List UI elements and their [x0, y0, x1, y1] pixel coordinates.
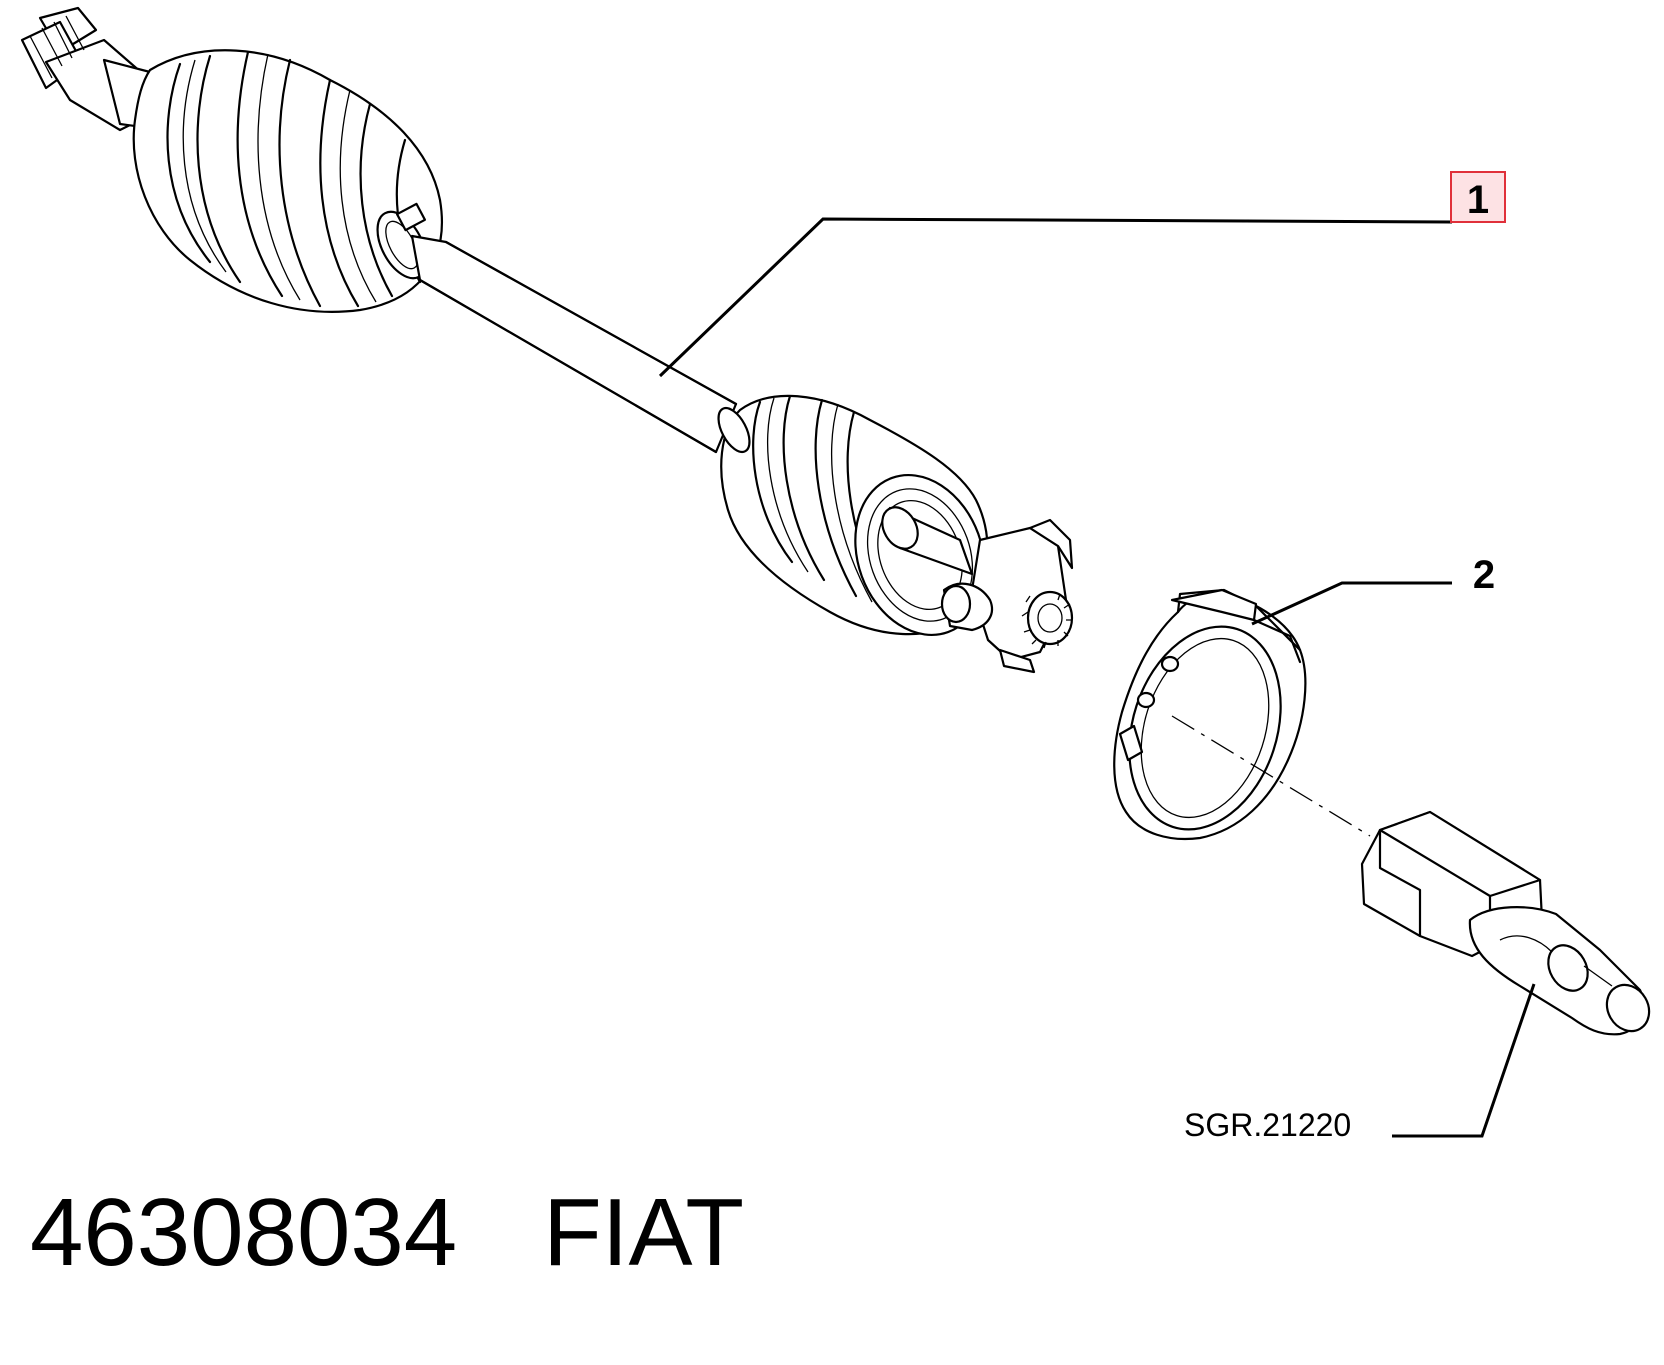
- leader-line-reference: [1392, 983, 1536, 1138]
- callout-reference[interactable]: SGR.21220: [1184, 1107, 1351, 1143]
- callout-item2-label: 2: [1473, 553, 1495, 597]
- intermediate-shaft: [410, 234, 738, 454]
- part-brand: FIAT: [543, 1179, 744, 1286]
- drive-shaft-assembly: [20, 6, 1074, 674]
- callout-item1-label: 1: [1467, 178, 1489, 222]
- callout-item1-highlight: [1450, 171, 1506, 223]
- callout-item2[interactable]: 2: [1473, 553, 1495, 597]
- leader-line-item2: [1251, 581, 1452, 626]
- outer-cv-boot: [132, 49, 443, 313]
- assembly-axis-line: [1171, 715, 1371, 837]
- leader-line-item1: [658, 217, 1453, 378]
- callout-reference-label: SGR.21220: [1184, 1107, 1351, 1143]
- tripod-joint: [881, 506, 1074, 674]
- part-number: 46308034: [30, 1179, 458, 1286]
- callout-item1[interactable]: 1: [1450, 171, 1506, 223]
- inner-shaft-end: [1360, 810, 1651, 1036]
- retaining-clip: [1113, 588, 1307, 841]
